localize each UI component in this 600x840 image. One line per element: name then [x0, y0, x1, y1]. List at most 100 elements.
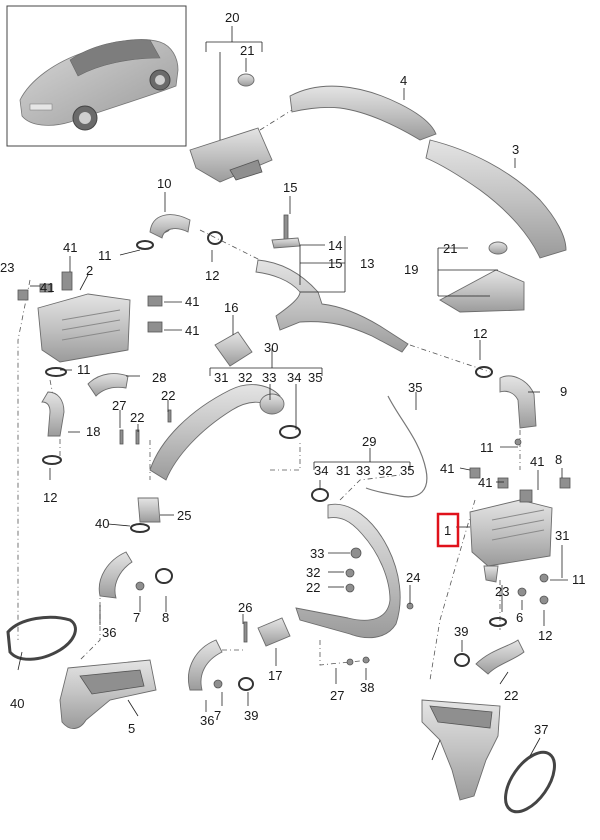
label-22: 27 — [330, 688, 344, 703]
label-15: 15 — [328, 256, 342, 271]
label-41: 41 — [530, 454, 544, 469]
label-21: 21 — [443, 241, 457, 256]
label-34: 34 — [314, 463, 328, 478]
part-37-air-guide — [421, 699, 501, 801]
part-10-hose — [136, 214, 223, 250]
label-35: 35 — [308, 370, 322, 385]
label-32: 22 — [306, 580, 320, 595]
part-19-airbox — [439, 241, 525, 313]
label-23: 6 — [516, 610, 523, 625]
label-22: 22 — [161, 388, 175, 403]
label-14: 14 — [328, 238, 342, 253]
label-41: 41 — [40, 280, 54, 295]
label-4: 4 — [400, 73, 407, 88]
label-39: 37 — [534, 722, 548, 737]
label-11: 11 — [98, 248, 112, 263]
label-29: 29 — [362, 434, 376, 449]
label-12: 12 — [43, 490, 57, 505]
part-38-air-guide — [59, 659, 157, 729]
label-31: 33 — [310, 546, 324, 561]
label-7: 39 — [244, 708, 258, 723]
label-23: 23 — [0, 260, 14, 275]
part-1-intercooler-right — [469, 467, 571, 583]
part-6-hose — [98, 551, 173, 599]
label-27: 27 — [112, 398, 126, 413]
label-17: 22 — [504, 688, 518, 703]
label-41: 8 — [555, 452, 562, 467]
label-41: 41 — [185, 294, 199, 309]
part-30-charge-pipe — [149, 384, 301, 481]
part-39-seal-left — [6, 615, 77, 661]
label-39: 40 — [10, 696, 24, 711]
leader-lines — [17, 26, 568, 761]
label-7: 8 — [162, 610, 169, 625]
label-20: 20 — [225, 10, 239, 25]
label-33: 32 — [306, 565, 320, 580]
label-8: 40 — [95, 516, 109, 531]
part-16-sleeve — [214, 331, 253, 367]
part-28-hose — [45, 367, 129, 397]
label-25: 31 — [555, 528, 569, 543]
label-33: 33 — [262, 370, 276, 385]
label-16: 16 — [224, 300, 238, 315]
label-1-highlighted: 1 — [444, 523, 451, 538]
label-28: 28 — [152, 370, 166, 385]
label-33: 33 — [356, 463, 370, 478]
label-18: 18 — [86, 424, 100, 439]
part-20-airbox — [189, 73, 273, 183]
label-10: 10 — [157, 176, 171, 191]
label-2: 2 — [86, 263, 93, 278]
label-32: 32 — [378, 463, 392, 478]
part-13-pipe-assembly — [255, 259, 409, 353]
label-12: 12 — [473, 326, 487, 341]
label-30: 30 — [264, 340, 278, 355]
part-39-seal-right — [504, 750, 556, 814]
label-11: 11 — [480, 440, 494, 455]
label-32: 32 — [238, 370, 252, 385]
label-22: 22 — [130, 410, 144, 425]
part-5-hose — [188, 639, 254, 691]
part-9-hose — [475, 366, 537, 429]
part-40-sleeve — [130, 497, 161, 533]
label-34: 34 — [287, 370, 301, 385]
label-11: 11 — [77, 362, 91, 377]
part-4-air-duct — [289, 85, 437, 141]
label-36: 7 — [133, 610, 140, 625]
label-11: 23 — [495, 584, 509, 599]
part-3-air-duct — [425, 139, 567, 259]
label-27: 38 — [360, 680, 374, 695]
label-40: 25 — [177, 508, 191, 523]
label-5: 36 — [200, 713, 214, 728]
label-41: 41 — [63, 240, 77, 255]
label-35: 35 — [408, 380, 422, 395]
part-35-cable — [365, 395, 428, 498]
label-38: 5 — [128, 721, 135, 736]
label-31: 31 — [336, 463, 350, 478]
hardware-fasteners — [119, 409, 549, 689]
part-17-hose — [454, 617, 525, 675]
part-2-intercooler-left — [17, 271, 163, 363]
highlight-box-part-1 — [436, 512, 460, 548]
label-24: 11 — [572, 572, 586, 587]
label-8: 26 — [238, 600, 252, 615]
label-12: 39 — [454, 624, 468, 639]
label-3: 3 — [512, 142, 519, 157]
part-number-labels: 20 21 4 3 10 15 14 15 13 21 19 41 11 12 … — [0, 10, 586, 737]
label-15: 15 — [283, 180, 297, 195]
label-41: 41 — [185, 323, 199, 338]
label-19: 19 — [404, 262, 418, 277]
label-41: 41 — [478, 475, 492, 490]
label-12: 12 — [205, 268, 219, 283]
label-9: 9 — [560, 384, 567, 399]
label-40: 17 — [268, 668, 282, 683]
label-21: 21 — [240, 43, 254, 58]
label-35: 35 — [400, 463, 414, 478]
label-13: 13 — [360, 256, 374, 271]
part-18-hose — [41, 391, 65, 465]
label-26: 12 — [538, 628, 552, 643]
part-14-15-bracket — [271, 214, 301, 249]
label-31: 31 — [214, 370, 228, 385]
part-40-sleeve-lower — [257, 617, 291, 647]
